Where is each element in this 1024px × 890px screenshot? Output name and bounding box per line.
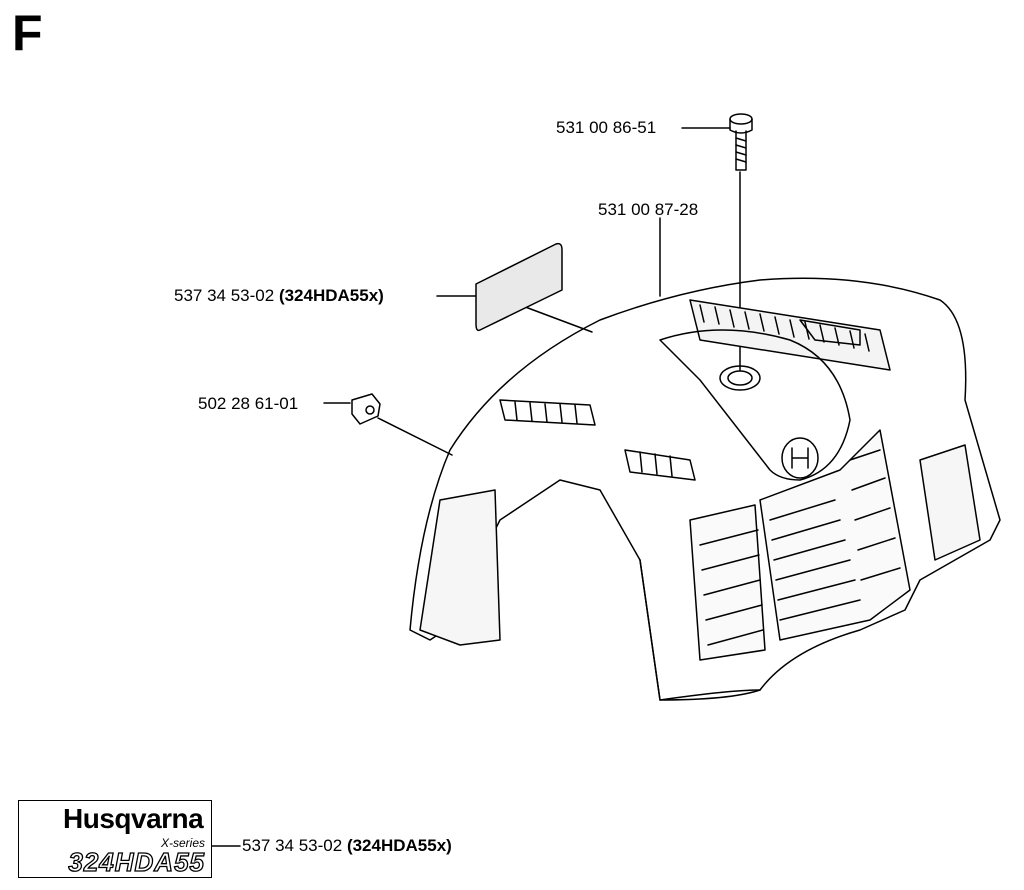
part-number: 531 00 87-28 <box>598 200 699 219</box>
model-logo: Husqvarna X-series 324HDA55 <box>18 800 212 878</box>
leader-clip-to-cover <box>377 417 453 456</box>
leader-decal-to-cover <box>519 304 593 333</box>
cover-part <box>409 277 1001 701</box>
part-number: 537 34 53-02 <box>242 836 343 855</box>
part-label-decal: 537 34 53-02 (324HDA55x) <box>174 287 384 304</box>
part-number: 531 00 86-51 <box>556 118 657 137</box>
series-name: X-series <box>160 836 205 850</box>
clip-part <box>351 393 381 425</box>
part-number: 537 34 53-02 <box>174 286 275 305</box>
model-name: 324HDA55 <box>68 847 205 877</box>
part-number: 502 28 61-01 <box>198 394 299 413</box>
part-label-clip: 502 28 61-01 <box>198 395 298 412</box>
part-label-logo: 537 34 53-02 (324HDA55x) <box>242 837 452 854</box>
part-label-cover: 531 00 87-28 <box>598 201 698 218</box>
brand-name: Husqvarna <box>63 803 204 834</box>
part-label-screw: 531 00 86-51 <box>556 119 656 136</box>
section-letter: F <box>12 5 43 61</box>
part-note: (324HDA55x) <box>346 836 452 855</box>
decal-part <box>475 242 563 332</box>
part-note: (324HDA55x) <box>278 286 384 305</box>
screw-part <box>729 113 753 171</box>
